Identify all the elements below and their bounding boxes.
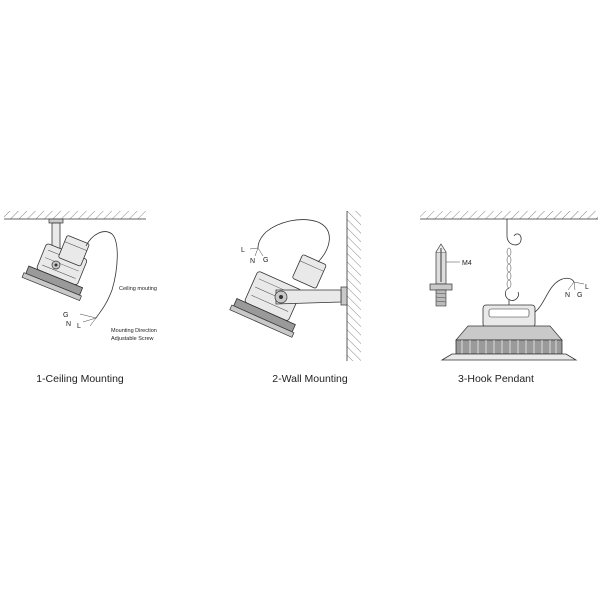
- m4-label: M4: [462, 260, 472, 267]
- pendant-driver-top: [488, 308, 530, 318]
- caption-ceiling-mounting: 1-Ceiling Mounting: [36, 373, 124, 385]
- pendant-housing-top: [455, 325, 563, 341]
- pendant-fins: [461, 340, 557, 354]
- ceiling-driver-box: [58, 235, 90, 267]
- ceiling-wire-label-g: G: [63, 312, 68, 319]
- ceiling-wire-l: [89, 317, 97, 327]
- ceiling-wire-label-l: L: [77, 323, 81, 330]
- m4-screw-icon: [429, 243, 453, 307]
- ceiling-lamp: [21, 243, 88, 302]
- wall-wire-label-l: L: [241, 247, 245, 254]
- hook-ceiling-hatch: [420, 211, 598, 219]
- ceiling-wire-g: [79, 313, 97, 319]
- pendant-wire-l: [573, 281, 585, 285]
- ceiling-mounting-figure: Ceiling mouting G N L Mounting Direction…: [4, 211, 157, 385]
- wall-wire-label-n: N: [250, 258, 255, 265]
- wall-mounting-figure: L N G 2-Wall Mounting: [229, 211, 361, 385]
- pendant-base-plate: [440, 353, 578, 361]
- wall-wire-g: [257, 247, 264, 257]
- hook-chain: [506, 247, 512, 289]
- ceiling-wire-n: [82, 317, 97, 323]
- wall-driver-box: [292, 254, 327, 289]
- ceiling-adjust-screw-center: [54, 263, 58, 267]
- wall-hatch: [347, 211, 361, 361]
- wall-wire-n: [254, 247, 259, 257]
- ceiling-hook: [506, 219, 522, 246]
- pendant-wire-n: [567, 281, 575, 291]
- pendant-heatsink: [455, 339, 563, 355]
- ceiling-note-line1: Mounting Direction: [111, 328, 157, 334]
- ceiling-note-line2: Adjustable Screw: [111, 336, 154, 342]
- ceiling-hatch: [4, 211, 146, 219]
- wall-cable: [257, 219, 330, 263]
- pendant-wire-label-g: G: [577, 292, 582, 299]
- caption-hook-pendant: 3-Hook Pendant: [458, 373, 534, 385]
- pendant-wire-label-n: N: [565, 292, 570, 299]
- wall-wire-label-g: G: [263, 257, 268, 264]
- lamp-hook: [504, 287, 519, 301]
- caption-wall-mounting: 2-Wall Mounting: [272, 373, 348, 385]
- pendant-wire-g: [573, 281, 576, 291]
- wall-wire-l: [249, 247, 259, 250]
- pendant-wire-label-l: L: [585, 284, 589, 291]
- ceiling-plate: [48, 218, 64, 224]
- hook-pendant-figure: L N G M4 3-Hook Pendant: [420, 211, 598, 385]
- wall-pivot-center: [279, 295, 283, 299]
- pendant-cable: [534, 277, 575, 313]
- ceiling-mounting-note: Ceiling mouting: [119, 286, 157, 292]
- wall-lamp: [229, 271, 302, 338]
- wall-plate: [340, 286, 348, 306]
- ceiling-cable: [85, 231, 118, 319]
- ceiling-wire-label-n: N: [66, 321, 71, 328]
